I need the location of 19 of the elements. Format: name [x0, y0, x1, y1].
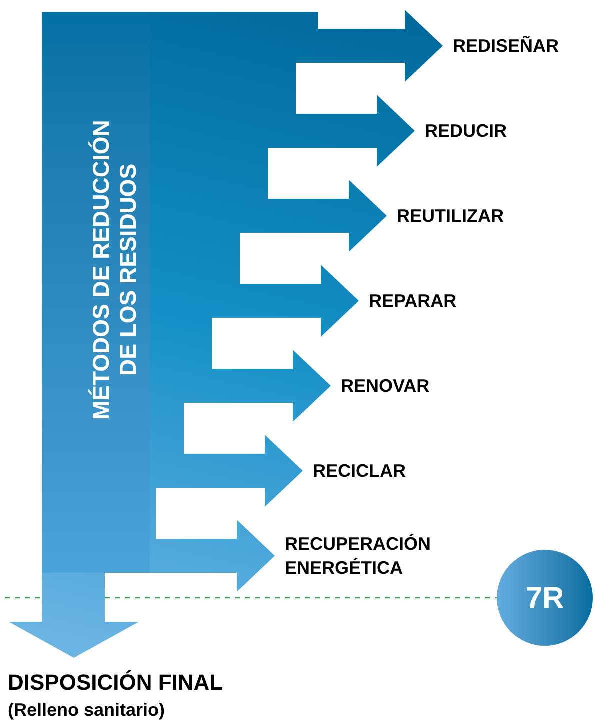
method-label: REDISEÑAR — [453, 21, 595, 71]
method-label: REPARAR — [369, 276, 569, 326]
block-arrow — [150, 520, 275, 592]
method-label: RECUPERACIÓN ENERGÉTICA — [285, 531, 485, 581]
method-label: RECICLAR — [313, 446, 513, 496]
block-arrow — [150, 435, 303, 507]
method-label: RENOVAR — [341, 361, 541, 411]
block-arrow — [150, 95, 415, 167]
method-label: REDUCIR — [425, 106, 595, 156]
block-arrow — [150, 10, 443, 82]
vertical-title: MÉTODOS DE REDUCCIÓN DE LOS RESIDUOS — [88, 119, 142, 422]
block-arrow — [9, 573, 139, 658]
heading: DISPOSICIÓN FINAL — [8, 669, 224, 697]
block-arrow — [150, 350, 331, 422]
arrow-trunk — [42, 12, 150, 573]
subheading: (Relleno sanitario) — [8, 699, 166, 722]
method-label: REUTILIZAR — [397, 191, 595, 241]
block-arrow — [150, 180, 387, 252]
block-arrow — [150, 265, 359, 337]
